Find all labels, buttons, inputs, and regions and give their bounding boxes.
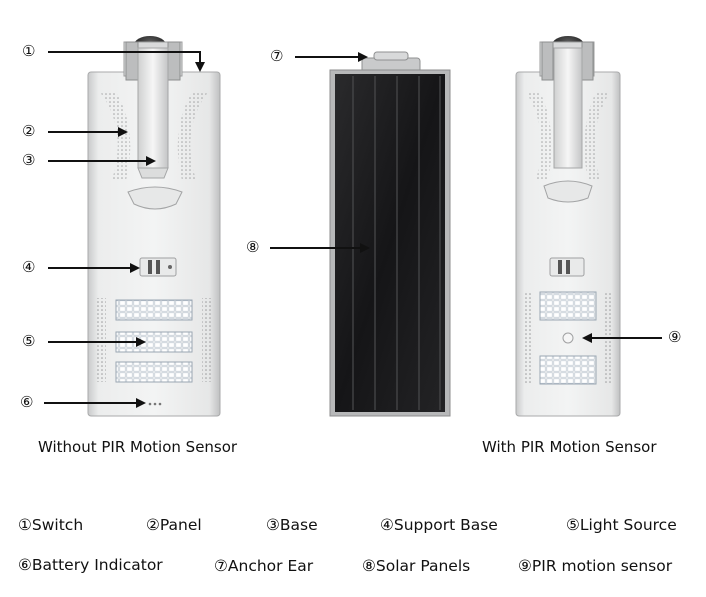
callout-2: ② bbox=[22, 122, 36, 140]
callout-8: ⑧ bbox=[246, 238, 260, 256]
legend-support-base: ④Support Base bbox=[380, 516, 498, 534]
callout-7: ⑦ bbox=[270, 47, 284, 65]
legend-anchor-ear: ⑦Anchor Ear bbox=[214, 557, 314, 575]
caption-without-pir: Without PIR Motion Sensor bbox=[38, 438, 238, 456]
legend-switch: ①Switch bbox=[18, 516, 84, 534]
legend-pir-motion-sensor: ⑨PIR motion sensor bbox=[518, 557, 673, 575]
legend-base: ③Base bbox=[266, 516, 318, 534]
callout-4: ④ bbox=[22, 258, 36, 276]
lamp-with-pir bbox=[515, 36, 621, 417]
legend-panel: ②Panel bbox=[146, 516, 202, 534]
legend-light-source: ⑤Light Source bbox=[566, 516, 677, 534]
callout-1: ① bbox=[22, 42, 36, 60]
lamp-without-pir bbox=[87, 36, 221, 417]
callout-3: ③ bbox=[22, 151, 36, 169]
callout-9: ⑨ bbox=[668, 328, 682, 346]
solar-panel-view bbox=[329, 51, 451, 417]
caption-with-pir: With PIR Motion Sensor bbox=[482, 438, 657, 456]
callout-arrows bbox=[44, 51, 662, 408]
legend-solar-panels: ⑧Solar Panels bbox=[362, 557, 471, 575]
callout-5: ⑤ bbox=[22, 332, 36, 350]
callout-6: ⑥ bbox=[20, 393, 34, 411]
legend-battery-indicator: ⑥Battery Indicator bbox=[18, 556, 163, 574]
